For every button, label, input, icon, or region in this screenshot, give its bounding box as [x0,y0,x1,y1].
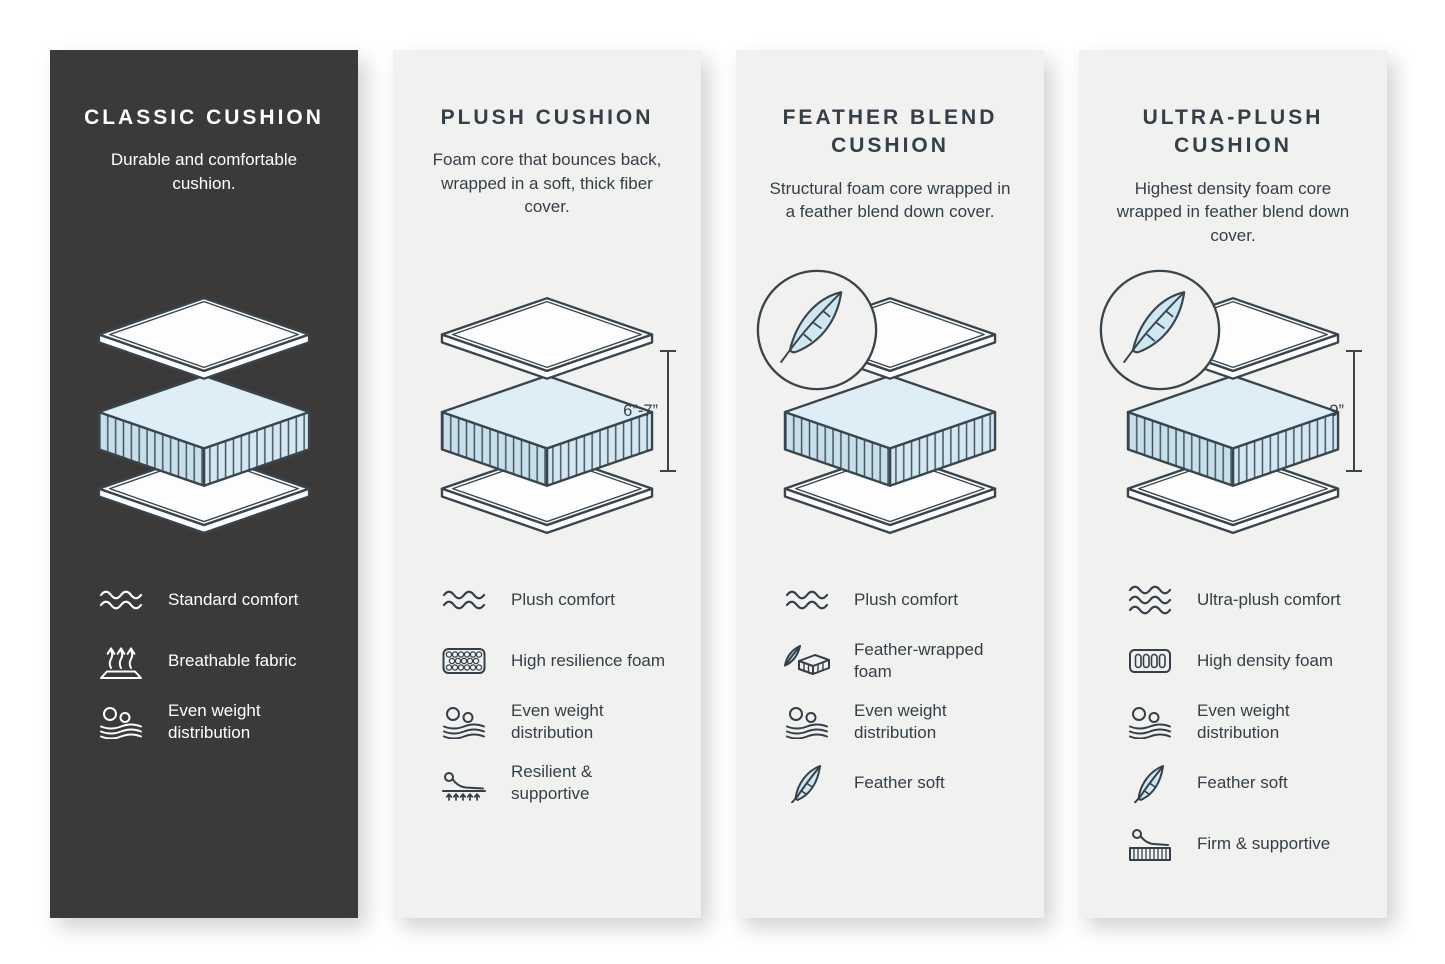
feature-row: Standard comfort [96,578,334,622]
feature-label: Feather-wrapped foam [854,640,984,682]
feature-label: Breathable fabric [168,650,297,670]
waves-icon [782,587,832,613]
cushion-illustration: 9” [1099,262,1363,570]
firm-supportive-icon [1125,826,1175,862]
column-header: FEATHER BLEND CUSHION Structural foam co… [760,50,1020,262]
feature-label: Even weight distribution [1197,701,1290,743]
feature-row: Feather soft [1125,761,1363,805]
cushion-illustration [74,262,334,570]
feature-label: Firm & supportive [1197,834,1331,854]
feature-row: Plush comfort [439,578,677,622]
feature-label: Plush comfort [854,589,958,609]
feather-wrapped-foam-icon [782,644,832,678]
feature-row: Even weight distribution [96,700,334,744]
cushion-layers-diagram [97,297,311,535]
feature-list: Plush comfort High resilience foam Even … [417,570,677,805]
cushion-illustration: 6”-7” [417,262,677,570]
feature-row: Feather-wrapped foam [782,639,1020,683]
breathable-fabric-icon [96,643,146,679]
feature-row: Ultra-plush comfort [1125,578,1363,622]
feature-row: Resilient & supportive [439,761,677,805]
feature-label: Resilient & supportive [511,762,593,804]
waves-icon [96,587,146,613]
feature-row: Even weight distribution [1125,700,1363,744]
feather-circle-icon [754,267,880,393]
column-description: Foam core that bounces back, wrapped in … [432,150,662,217]
feature-row: Firm & supportive [1125,822,1363,866]
feather-icon [782,763,832,804]
feature-label: High density foam [1197,650,1334,670]
feature-row: Feather soft [782,761,1020,805]
feature-label: Even weight distribution [854,701,947,743]
height-dimension-label: 6”-7” [623,401,658,420]
feature-label: Standard comfort [168,589,299,609]
column-plush-cushion: PLUSH CUSHION Foam core that bounces bac… [393,50,701,918]
weight-distribution-icon [782,705,832,740]
feature-list: Standard comfort Breathable fabric Even … [74,570,334,744]
column-description: Highest density foam core wrapped in fea… [1116,178,1350,245]
feature-label: Ultra-plush comfort [1197,589,1341,609]
waves-icon [439,587,489,613]
column-description: Durable and comfortable cushion. [110,150,298,193]
feature-label: Even weight distribution [168,701,261,743]
column-title: CLASSIC CUSHION [84,106,324,129]
feature-row: High density foam [1125,639,1363,683]
feature-label: Plush comfort [511,589,615,609]
height-dimension-line [660,350,676,472]
feather-circle-icon [1097,267,1223,393]
column-ultra-plush-cushion: ULTRA-PLUSH CUSHION Highest density foam… [1079,50,1387,918]
feature-row: Breathable fabric [96,639,334,683]
height-dimension-line [1346,350,1362,472]
cushion-comparison-board: CLASSIC CUSHION Durable and comfortable … [50,50,1387,918]
height-dimension: 9” [1329,350,1362,472]
feature-label: Feather soft [1197,773,1288,793]
height-dimension-label: 9” [1329,401,1344,420]
feather-icon [1125,763,1175,804]
height-dimension: 6”-7” [623,350,676,472]
feature-row: High resilience foam [439,639,677,683]
column-title: PLUSH CUSHION [440,106,654,129]
weight-distribution-icon [1125,705,1175,740]
feature-row: Plush comfort [782,578,1020,622]
triple-waves-icon [1125,582,1175,618]
weight-distribution-icon [96,705,146,740]
column-feather-blend-cushion: FEATHER BLEND CUSHION Structural foam co… [736,50,1044,918]
column-title: FEATHER BLEND CUSHION [782,106,998,158]
resilient-supportive-icon [439,765,489,802]
column-title: ULTRA-PLUSH CUSHION [1142,106,1324,158]
column-header: ULTRA-PLUSH CUSHION Highest density foam… [1103,50,1363,262]
feature-row: Even weight distribution [782,700,1020,744]
column-header: PLUSH CUSHION Foam core that bounces bac… [417,50,677,262]
feature-list: Ultra-plush comfort High density foam Ev… [1103,570,1363,866]
feature-list: Plush comfort Feather-wrapped foam Even … [760,570,1020,805]
column-classic-cushion: CLASSIC CUSHION Durable and comfortable … [50,50,358,918]
feature-label: Even weight distribution [511,701,604,743]
cushion-illustration [756,262,1020,570]
foam-cells-icon [439,646,489,676]
feature-label: High resilience foam [511,650,666,670]
column-description: Structural foam core wrapped in a feathe… [769,178,1011,222]
weight-distribution-icon [439,705,489,740]
feature-row: Even weight distribution [439,700,677,744]
density-foam-icon [1125,646,1175,676]
column-header: CLASSIC CUSHION Durable and comfortable … [74,50,334,262]
feature-label: Feather soft [854,773,945,793]
